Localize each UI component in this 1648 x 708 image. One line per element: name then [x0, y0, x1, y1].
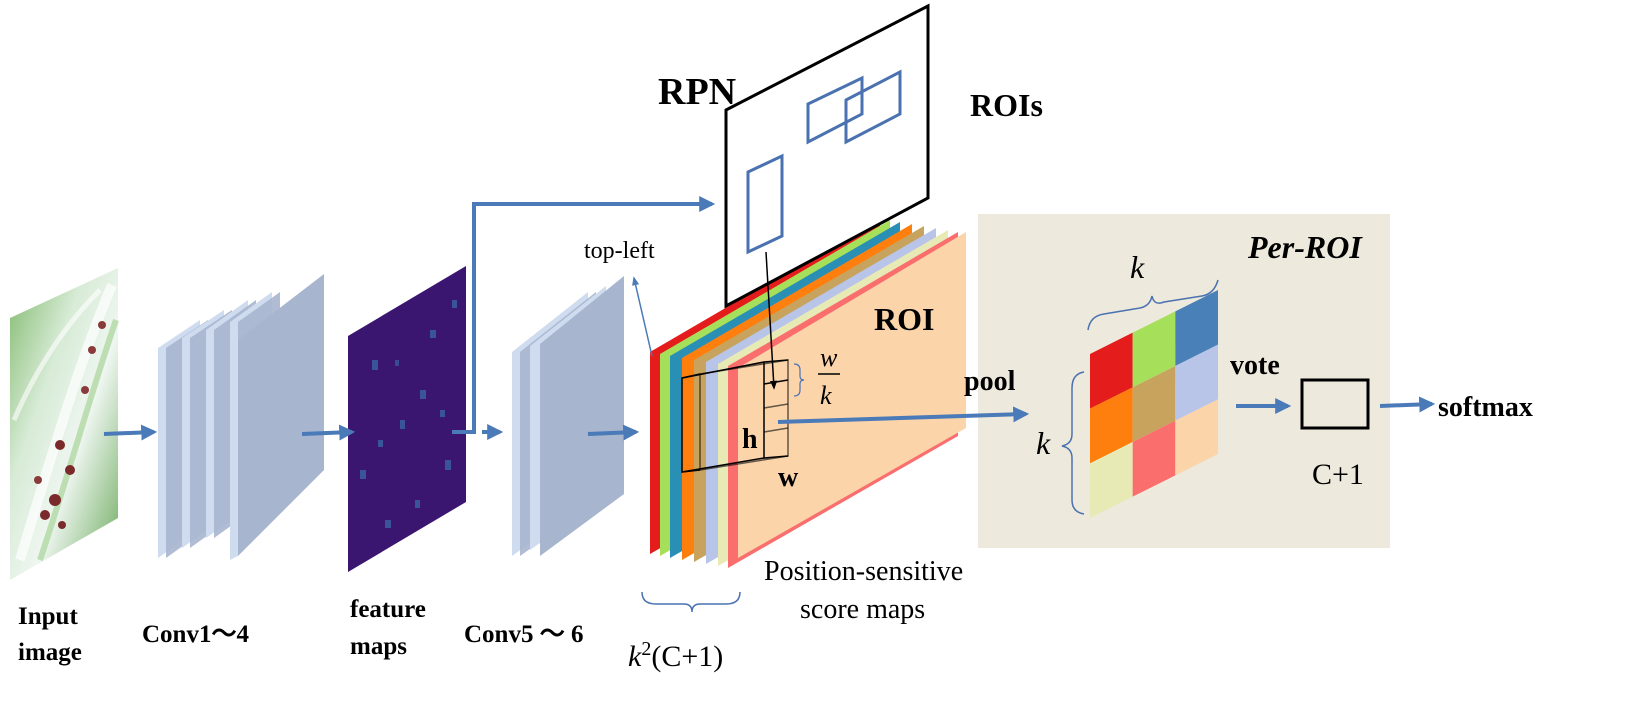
conv5-6-label: Conv5 ～ 6 — [464, 621, 583, 648]
feature-maps-label-line2: maps — [350, 633, 407, 660]
w-over-k-numerator: w — [820, 343, 838, 372]
input-image — [10, 268, 119, 580]
pooled-cell-r1-c2 — [1175, 344, 1218, 421]
input-image-label-line1: Input — [18, 603, 78, 630]
roi-box-2 — [844, 69, 902, 145]
pooled-cell-r0-c0 — [1090, 332, 1133, 409]
roi-score-map — [738, 232, 966, 558]
top-left-label: top-left — [584, 238, 655, 264]
vote-label: vote — [1230, 350, 1280, 381]
k2-rest: (C+1) — [651, 640, 723, 673]
w-over-k-brace — [793, 363, 805, 397]
arrow-input-conv1 — [103, 424, 158, 441]
k-left-label: k — [1036, 425, 1051, 461]
pooled-cell-r1-c0 — [1090, 387, 1133, 464]
k2-exponent: 2 — [641, 638, 651, 660]
k2-brace — [641, 591, 741, 613]
pooled-cell-r2-c2 — [1175, 399, 1218, 476]
pooled-cell-r0-c2 — [1175, 290, 1218, 366]
arrow-top-left — [632, 276, 653, 357]
per-roi-label: Per-ROI — [1247, 229, 1363, 265]
c-plus-1-box — [1300, 378, 1370, 430]
pooled-grid — [1090, 290, 1218, 518]
roi-box-1 — [806, 75, 864, 145]
arrow-roi-pool — [777, 406, 1030, 424]
psm-label-line2: score maps — [800, 594, 925, 625]
feature-maps-label-line1: feature — [350, 596, 426, 623]
c-plus-1-label: C+1 — [1312, 458, 1364, 491]
psm-label-line1: Position-sensitive — [764, 556, 963, 587]
rpn-label: RPN — [658, 71, 736, 113]
roi-cuboid — [681, 359, 789, 473]
pooled-cell-r1-c1 — [1132, 366, 1176, 442]
k-left-brace — [1061, 371, 1085, 515]
rois-label: ROIs — [970, 87, 1043, 123]
w-over-k-denominator: k — [820, 381, 832, 410]
k-top-label: k — [1130, 249, 1145, 285]
rpn-rois-panel — [724, 3, 930, 309]
conv5-6-layers — [512, 276, 624, 556]
arrow-conv1-feature — [301, 424, 356, 441]
w-label: w — [778, 462, 799, 493]
pool-label: pool — [964, 366, 1016, 397]
roi-label: ROI — [874, 301, 934, 337]
roi-projection-line — [765, 251, 778, 390]
roi-box-3 — [746, 153, 784, 255]
pooled-cell-r0-c1 — [1132, 311, 1176, 388]
softmax-label: softmax — [1438, 392, 1533, 423]
arrow-feature-rpn — [452, 196, 716, 434]
k2-label: k2(C+1) — [628, 638, 723, 673]
h-label: h — [742, 424, 758, 455]
k-top-brace — [1087, 279, 1219, 331]
score-maps-stack — [650, 218, 966, 568]
flow-arrows — [103, 196, 1436, 441]
conv1-4-label: Conv1～4 — [142, 621, 249, 648]
pooled-cell-r2-c1 — [1132, 420, 1176, 497]
feature-maps — [348, 266, 466, 572]
conv1-4-layers — [158, 274, 324, 560]
pooled-cell-r2-c0 — [1090, 442, 1133, 518]
k2-base: k — [628, 640, 642, 673]
arrow-softmax — [1379, 396, 1436, 413]
input-image-label-line2: image — [18, 639, 82, 666]
arrow-conv5-scoremaps — [587, 424, 640, 441]
